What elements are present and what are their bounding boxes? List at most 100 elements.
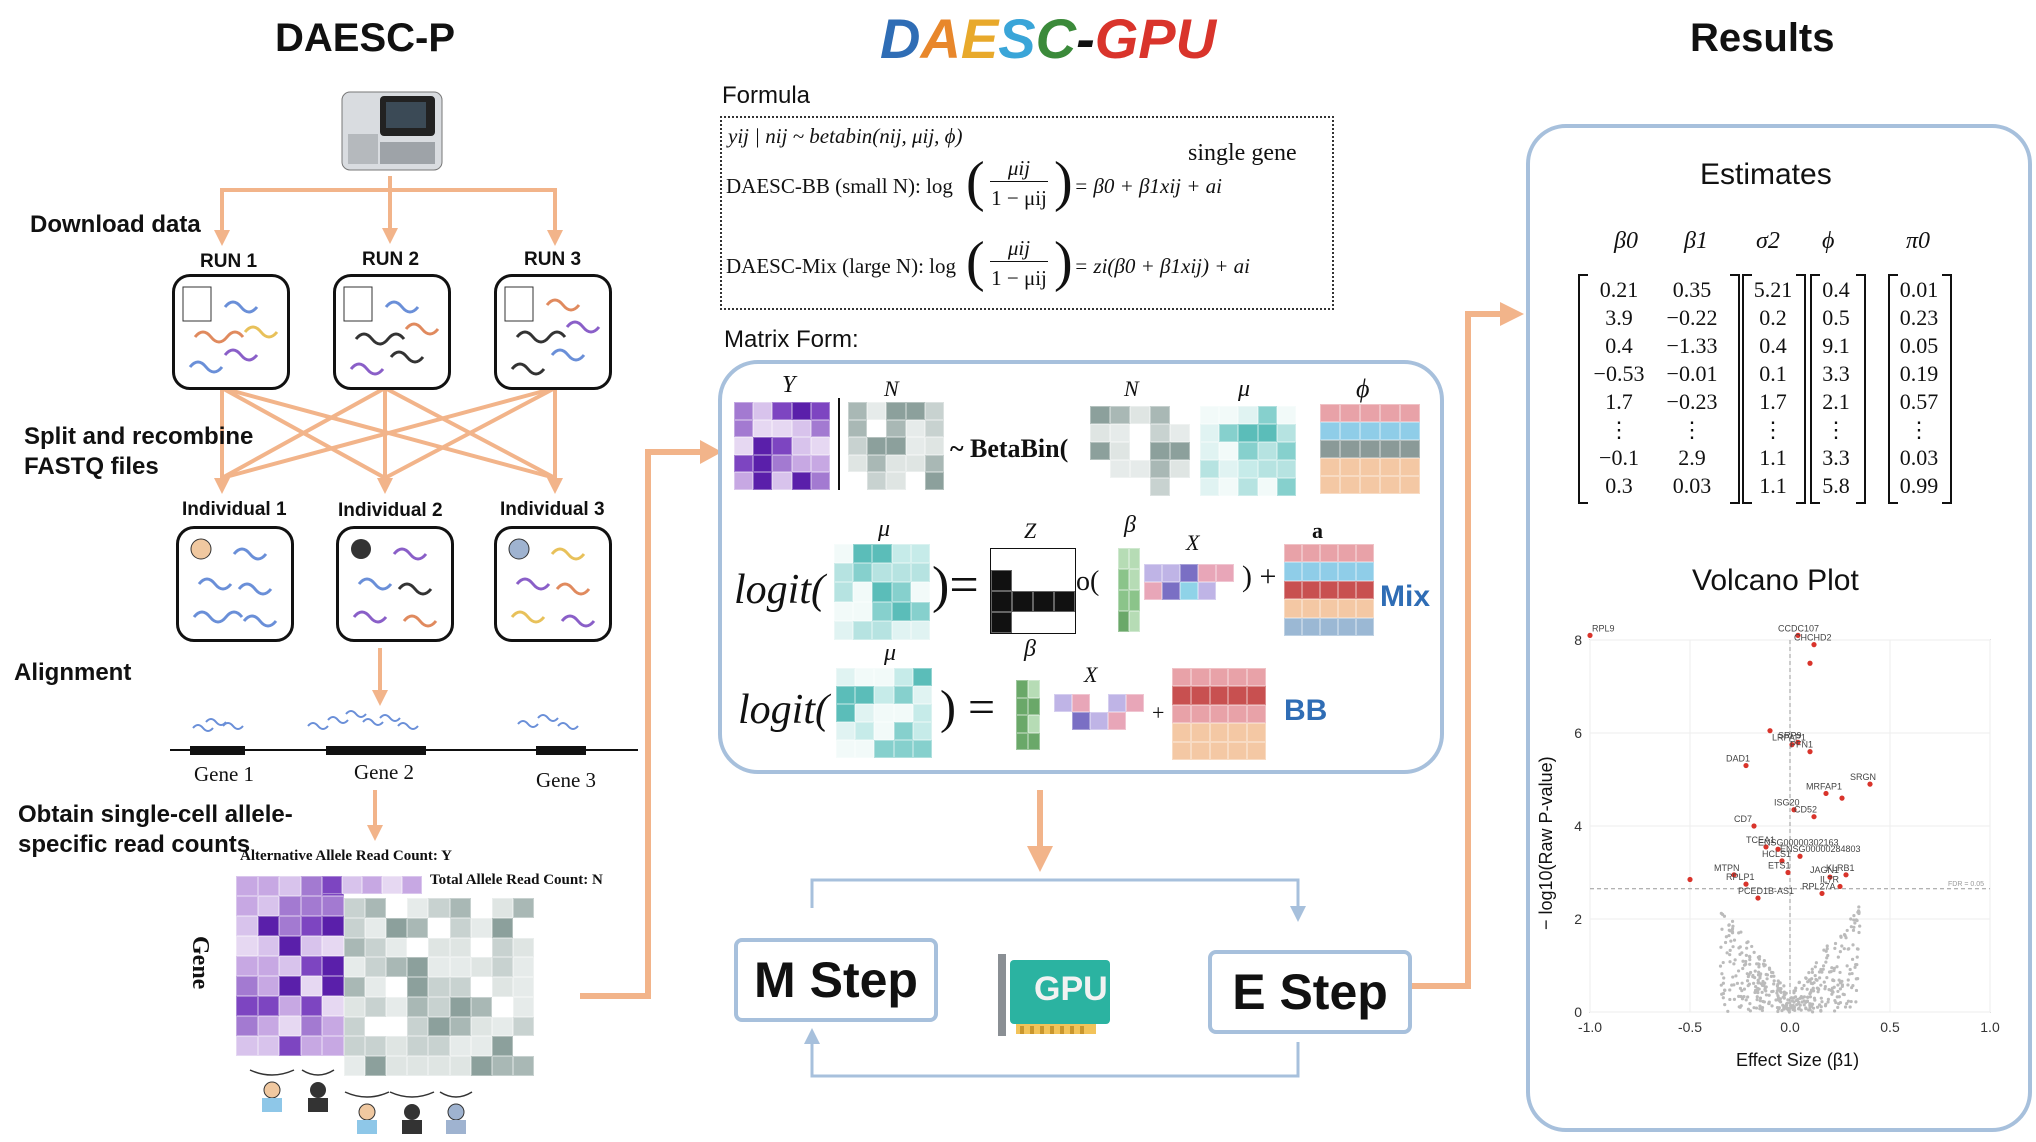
matrix-cell bbox=[1340, 440, 1360, 458]
matrix-cell bbox=[1054, 712, 1072, 730]
matrix-cell bbox=[905, 402, 925, 420]
matrix-cell bbox=[428, 898, 450, 918]
nonsig-point bbox=[1745, 972, 1749, 976]
reads-icon bbox=[508, 538, 596, 628]
nonsig-point bbox=[1745, 979, 1750, 983]
nonsig-point bbox=[1805, 987, 1809, 991]
nonsig-point bbox=[1819, 983, 1823, 987]
matrix-cell bbox=[791, 472, 811, 490]
matrix-cell bbox=[893, 740, 913, 758]
nonsig-point bbox=[1782, 984, 1786, 988]
matrix-cell bbox=[772, 419, 792, 438]
matrix-cell bbox=[910, 620, 930, 640]
header-phi: ϕ bbox=[1822, 228, 1835, 254]
nonsig-point bbox=[1758, 1004, 1762, 1008]
matrix-cell bbox=[365, 1056, 387, 1076]
estimate-value: 2.9 bbox=[1678, 445, 1706, 470]
estimate-value: −0.53 bbox=[1593, 361, 1645, 386]
matrix-cell bbox=[1198, 582, 1216, 600]
nonsig-point bbox=[1812, 996, 1817, 1000]
nonsig-point bbox=[1857, 905, 1861, 909]
significant-point bbox=[1779, 858, 1785, 864]
matrix-cell bbox=[365, 957, 387, 978]
nonsig-point bbox=[1730, 929, 1735, 934]
matrix-cell bbox=[1360, 476, 1380, 494]
matrix-cell bbox=[279, 956, 301, 976]
matrix-cell bbox=[772, 454, 792, 473]
nonsig-point bbox=[1720, 972, 1724, 976]
estimate-value: −1.33 bbox=[1666, 333, 1718, 358]
matrix-cell bbox=[449, 1036, 471, 1057]
matrix-cell bbox=[836, 686, 856, 704]
matrix-cell bbox=[512, 996, 534, 1017]
nonsig-point bbox=[1823, 987, 1827, 991]
matrix-cell bbox=[386, 917, 408, 938]
estimate-value: −0.23 bbox=[1666, 389, 1718, 414]
matrix-cell bbox=[1338, 617, 1356, 636]
nonsig-point bbox=[1775, 991, 1779, 995]
z-matrix bbox=[990, 548, 1076, 634]
matrix-cell bbox=[1302, 544, 1320, 563]
matrix-cell bbox=[1356, 617, 1374, 636]
matrix-cell bbox=[386, 957, 408, 978]
nonsig-point bbox=[1739, 994, 1743, 999]
nonsig-point bbox=[1851, 943, 1855, 947]
nonsig-point bbox=[1760, 990, 1764, 994]
alt-allele-label: Alternative Allele Read Count: Y bbox=[240, 848, 452, 864]
symbol-n: N bbox=[884, 376, 899, 401]
significant-point bbox=[1823, 790, 1829, 797]
nonsig-point bbox=[1818, 976, 1822, 980]
matrix-cell bbox=[886, 402, 906, 420]
nonsig-point bbox=[1728, 997, 1732, 1002]
matrix-cell bbox=[449, 1016, 471, 1037]
nonsig-point bbox=[1826, 1000, 1830, 1004]
nonsig-point bbox=[1825, 947, 1829, 951]
matrix-cell bbox=[1054, 612, 1075, 633]
nonsig-point bbox=[1809, 988, 1814, 992]
matrix-cell bbox=[512, 917, 534, 938]
point-label: SRP9 bbox=[1778, 730, 1802, 740]
matrix-cell bbox=[1129, 569, 1140, 590]
estimate-value: 1.7 bbox=[1759, 389, 1787, 414]
nonsig-point bbox=[1782, 996, 1786, 1000]
matrix-cell bbox=[872, 563, 892, 583]
matrix-cell bbox=[1360, 404, 1380, 422]
symbol-a: a bbox=[1312, 518, 1323, 543]
nonsig-point bbox=[1804, 1006, 1808, 1010]
nonsig-point bbox=[1725, 951, 1729, 955]
individual-2-label: Individual 2 bbox=[338, 500, 443, 521]
matrix-cell bbox=[1054, 591, 1075, 612]
nonsig-point bbox=[1788, 1001, 1792, 1005]
nonsig-point bbox=[1772, 982, 1776, 986]
matrix-cell bbox=[1033, 612, 1054, 633]
nonsig-point bbox=[1761, 999, 1765, 1004]
nonsig-point bbox=[1808, 992, 1812, 996]
nonsig-point bbox=[1742, 994, 1746, 999]
matrix-cell bbox=[855, 722, 875, 740]
nonsig-point bbox=[1793, 1008, 1797, 1013]
matrix-cell bbox=[1190, 668, 1210, 687]
nonsig-point bbox=[1840, 984, 1844, 988]
estimate-value: 0.19 bbox=[1899, 361, 1939, 386]
nonsig-point bbox=[1762, 959, 1766, 963]
significant-point bbox=[1867, 781, 1873, 787]
point-label: ENSG00000284803 bbox=[1780, 844, 1861, 854]
nonsig-point bbox=[1825, 956, 1829, 960]
matrix-cell bbox=[874, 704, 894, 722]
nonsig-point bbox=[1771, 989, 1775, 993]
nonsig-point bbox=[1726, 1009, 1730, 1013]
significant-point bbox=[1797, 853, 1803, 859]
nonsig-point bbox=[1764, 993, 1769, 997]
matrix-cell bbox=[1150, 460, 1170, 478]
nonsig-point bbox=[1805, 995, 1810, 999]
point-label: KLRB1 bbox=[1826, 863, 1855, 873]
matrix-cell bbox=[867, 454, 887, 473]
matrix-cell bbox=[1320, 617, 1338, 636]
point-label: RPL9 bbox=[1592, 624, 1615, 633]
bracket-left bbox=[1578, 274, 1588, 504]
matrix-cell bbox=[300, 1036, 323, 1056]
matrix-cell bbox=[1228, 668, 1248, 687]
matrix-cell bbox=[386, 898, 408, 918]
matrix-cell bbox=[386, 1036, 408, 1057]
matrix-cell bbox=[1380, 440, 1400, 458]
